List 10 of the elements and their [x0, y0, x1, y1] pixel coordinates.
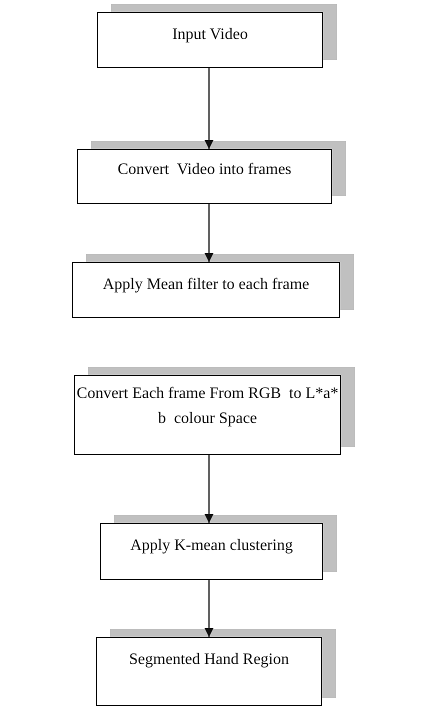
step-label: Convert Each frame From RGB to L*a* b colour Space: [76, 384, 340, 429]
step-label: Apply K-mean clustering: [130, 536, 293, 556]
arrow: [204, 580, 214, 637]
arrow: [204, 68, 214, 149]
step-label: Input Video: [172, 25, 248, 45]
step-label: Segmented Hand Region: [129, 650, 289, 670]
arrow: [204, 204, 214, 262]
arrow: [204, 455, 214, 523]
step-label: Apply Mean filter to each frame: [102, 275, 310, 295]
step-label: Convert Video into frames: [118, 160, 292, 180]
